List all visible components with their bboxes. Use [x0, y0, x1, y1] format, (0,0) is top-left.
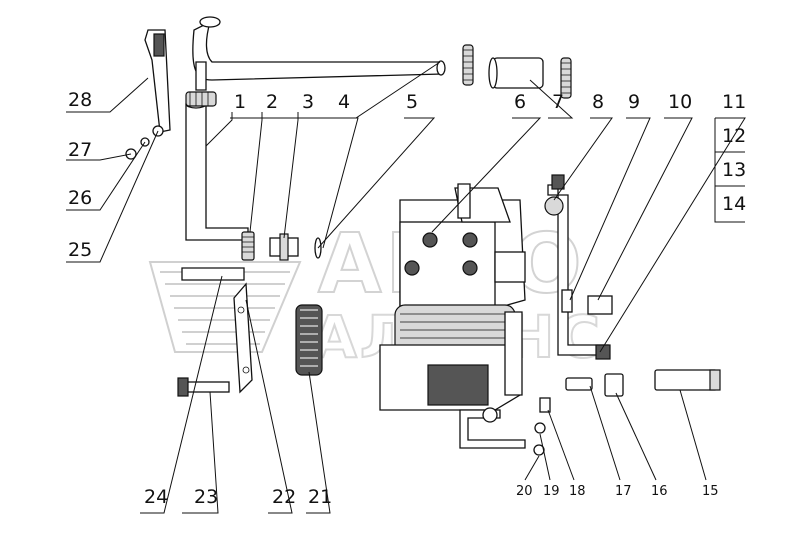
callout-labels: 28 27 26 25 1 2 3 4 5 6 7 8 9 10 11 12 1… — [68, 89, 746, 508]
bolt-23 — [177, 377, 230, 397]
callout-5: 5 — [406, 91, 418, 113]
callout-28: 28 — [68, 89, 92, 111]
tubes-15-16-17 — [565, 369, 721, 397]
callout-25: 25 — [68, 239, 92, 261]
callout-27: 27 — [68, 139, 92, 161]
callout-10: 10 — [668, 91, 692, 113]
gear-21 — [295, 304, 323, 376]
pipe-1 — [185, 91, 249, 241]
callout-23: 23 — [194, 486, 218, 508]
callout-4: 4 — [338, 91, 350, 113]
callout-21: 21 — [308, 486, 332, 508]
callout-26: 26 — [68, 187, 92, 209]
callout-11: 11 — [722, 91, 746, 113]
callout-2: 2 — [266, 91, 278, 113]
callout-7: 7 — [552, 91, 564, 113]
callout-22: 22 — [272, 486, 296, 508]
clamp-2-fitting-3 — [241, 231, 322, 261]
callout-20: 20 — [516, 484, 533, 499]
bracket-28 — [125, 29, 171, 160]
callout-6: 6 — [514, 91, 526, 113]
gasket-22 — [181, 267, 253, 394]
callout-13: 13 — [722, 159, 746, 181]
callout-14: 14 — [722, 193, 746, 215]
callout-15: 15 — [702, 484, 719, 499]
callout-24: 24 — [144, 486, 168, 508]
callout-17: 17 — [615, 484, 632, 499]
leader-lines — [66, 61, 746, 514]
callout-9: 9 — [628, 91, 640, 113]
callout-1: 1 — [234, 91, 246, 113]
callout-19: 19 — [543, 484, 560, 499]
callout-16: 16 — [651, 484, 668, 499]
pipe-4 — [192, 16, 446, 91]
compressor-6 — [379, 183, 526, 411]
callout-8: 8 — [592, 91, 604, 113]
callout-3: 3 — [302, 91, 314, 113]
callout-18: 18 — [569, 484, 586, 499]
callout-12: 12 — [722, 125, 746, 147]
banjo-pipe-18-20 — [459, 397, 551, 456]
pipe-8-assembly — [544, 174, 613, 360]
